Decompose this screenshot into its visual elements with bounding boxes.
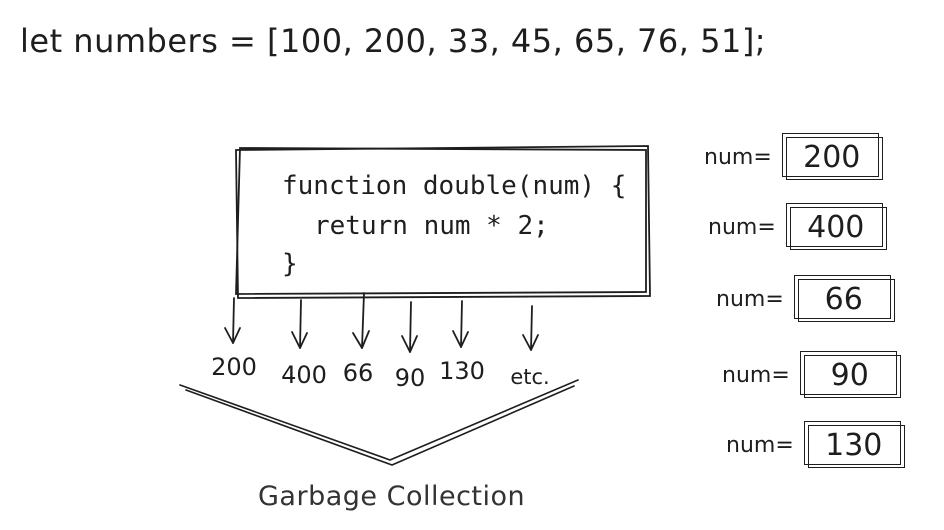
- num-label: num=: [722, 362, 790, 388]
- num-label: num=: [726, 432, 794, 458]
- function-closing-brace: }: [282, 249, 298, 279]
- num-value-box: 66: [793, 275, 895, 322]
- num-value-box: 90: [799, 351, 901, 398]
- output-value-5: 130: [439, 357, 485, 385]
- num-label: num=: [708, 214, 776, 240]
- num-row-3: num= 66: [716, 274, 895, 324]
- num-label: num=: [716, 286, 784, 312]
- num-value-box: 200: [781, 133, 883, 180]
- output-value-1: 200: [211, 353, 257, 381]
- output-value-4: 90: [394, 364, 426, 392]
- arrow-3: [352, 292, 370, 349]
- num-value-box: 400: [785, 203, 887, 250]
- num-row-2: num= 400: [708, 202, 887, 252]
- arrow-6: [522, 305, 539, 351]
- arrow-1: [224, 297, 241, 344]
- garbage-collection-label: Garbage Collection: [258, 481, 526, 512]
- function-box-outline: [235, 145, 651, 299]
- output-value-3: 66: [342, 359, 374, 387]
- output-value-etc: etc.: [510, 365, 550, 389]
- num-label: num=: [704, 144, 772, 170]
- function-box: function double(num) { return num * 2; }: [238, 148, 648, 296]
- num-row-5: num= 130: [726, 420, 905, 470]
- output-value-2: 400: [281, 361, 327, 389]
- arrow-4: [401, 301, 418, 353]
- array-declaration: let numbers = [100, 200, 33, 45, 65, 76,…: [20, 22, 767, 60]
- num-value-box: 130: [803, 421, 905, 468]
- arrow-5: [452, 300, 469, 348]
- arrow-2: [291, 299, 308, 349]
- output-arrows: [224, 292, 539, 353]
- function-return: return num * 2;: [314, 211, 549, 241]
- garbage-collection-bracket: [179, 379, 579, 466]
- num-row-1: num= 200: [704, 132, 883, 182]
- num-row-4: num= 90: [722, 350, 901, 400]
- function-signature: function double(num) {: [282, 171, 627, 201]
